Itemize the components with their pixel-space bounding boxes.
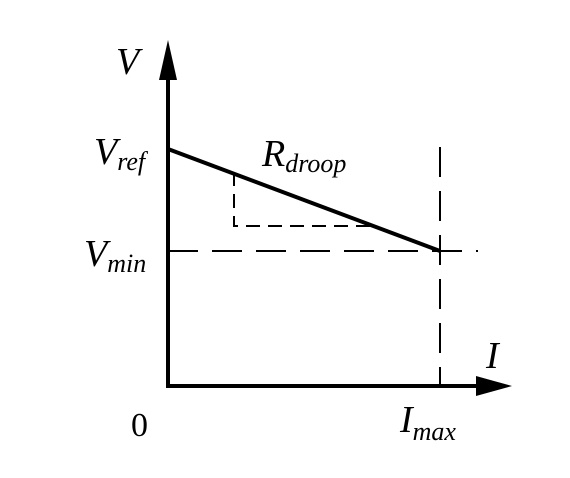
imax-subscript: max — [413, 417, 457, 446]
droop-line — [167, 147, 441, 253]
rdroop-label: Rdroop — [261, 133, 346, 178]
x-axis-arrowhead — [476, 376, 512, 396]
vmin-label: Vmin — [84, 233, 146, 278]
rdroop-main: R — [261, 133, 285, 175]
vmin-subscript: min — [107, 249, 146, 278]
imax-main: I — [399, 399, 415, 441]
rdroop-subscript: droop — [285, 149, 346, 178]
vref-subscript: ref — [117, 147, 149, 176]
slope-triangle — [233, 172, 372, 227]
y-axis-label: V — [116, 41, 143, 83]
y-axis-arrowhead — [159, 40, 177, 80]
imax-label: Imax — [399, 399, 456, 446]
origin-label: 0 — [131, 407, 148, 444]
vref-main: V — [94, 131, 121, 173]
x-axis-label: I — [485, 335, 501, 377]
vmin-main: V — [84, 233, 111, 275]
vref-label: Vref — [94, 131, 149, 176]
